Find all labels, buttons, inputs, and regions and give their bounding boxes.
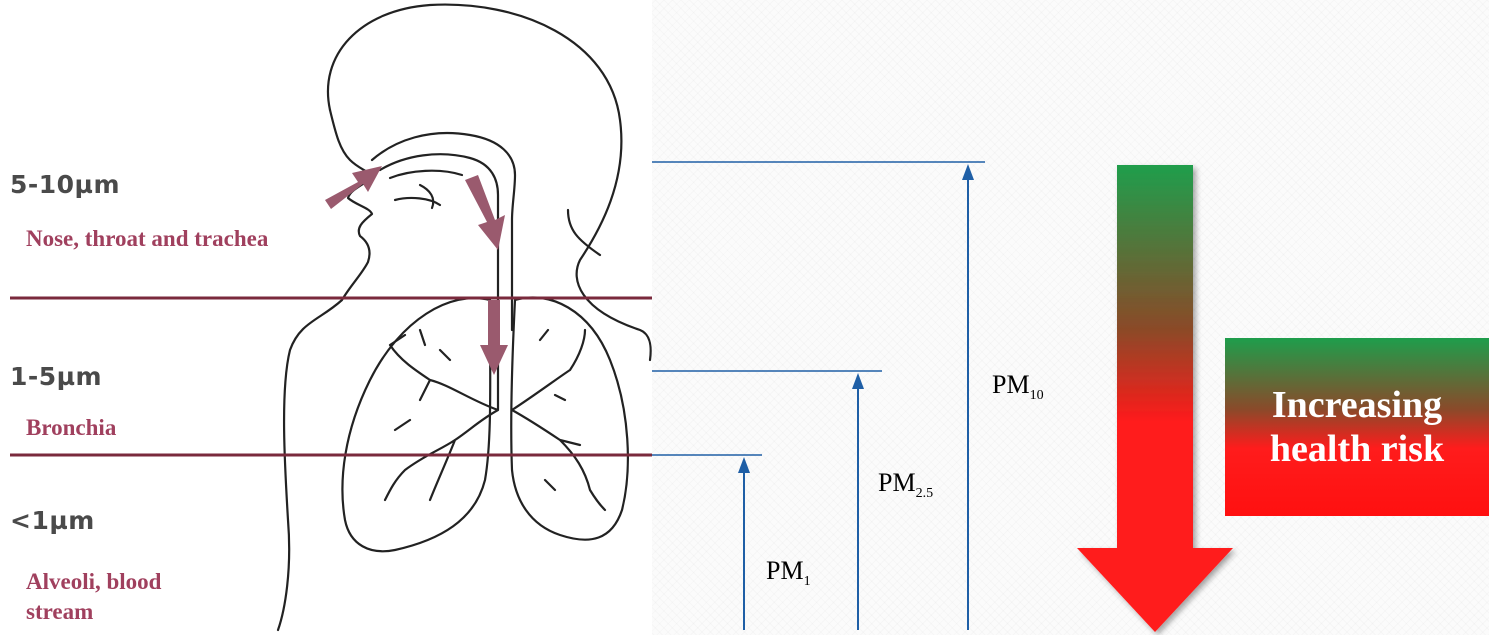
- pm10-label-base: PM: [992, 370, 1030, 399]
- pm10-arrow-head: [962, 164, 974, 180]
- size-label-1-5um: 1-5µm: [10, 362, 102, 391]
- pm25-label-sub: 2.5: [916, 486, 934, 501]
- size-label-5-10um: 5-10µm: [10, 170, 120, 199]
- pm25-arrow-head: [852, 373, 864, 389]
- size-label-under-1um: <1µm: [10, 506, 95, 535]
- region-label-bronchia: Bronchia: [26, 413, 326, 443]
- pm1-label-sub: 1: [804, 574, 811, 589]
- region-label-alveoli-blood-stream: Alveoli, blood stream: [26, 567, 226, 627]
- pm1-label: PM1: [766, 556, 811, 590]
- pm10-label-sub: 10: [1030, 388, 1044, 403]
- region-label-nose-throat-trachea: Nose, throat and trachea: [26, 224, 276, 254]
- pm25-label: PM2.5: [878, 468, 933, 502]
- pm1-arrow-head: [738, 457, 750, 473]
- health-risk-text: Increasing health risk: [1237, 383, 1477, 471]
- pm-reference-lines: [652, 162, 985, 455]
- health-risk-arrow: [1077, 165, 1233, 632]
- pm1-label-base: PM: [766, 556, 804, 585]
- pm25-label-base: PM: [878, 468, 916, 497]
- body-outline: [278, 5, 651, 630]
- pm10-label: PM10: [992, 370, 1044, 404]
- health-risk-box: Increasing health risk: [1225, 338, 1489, 516]
